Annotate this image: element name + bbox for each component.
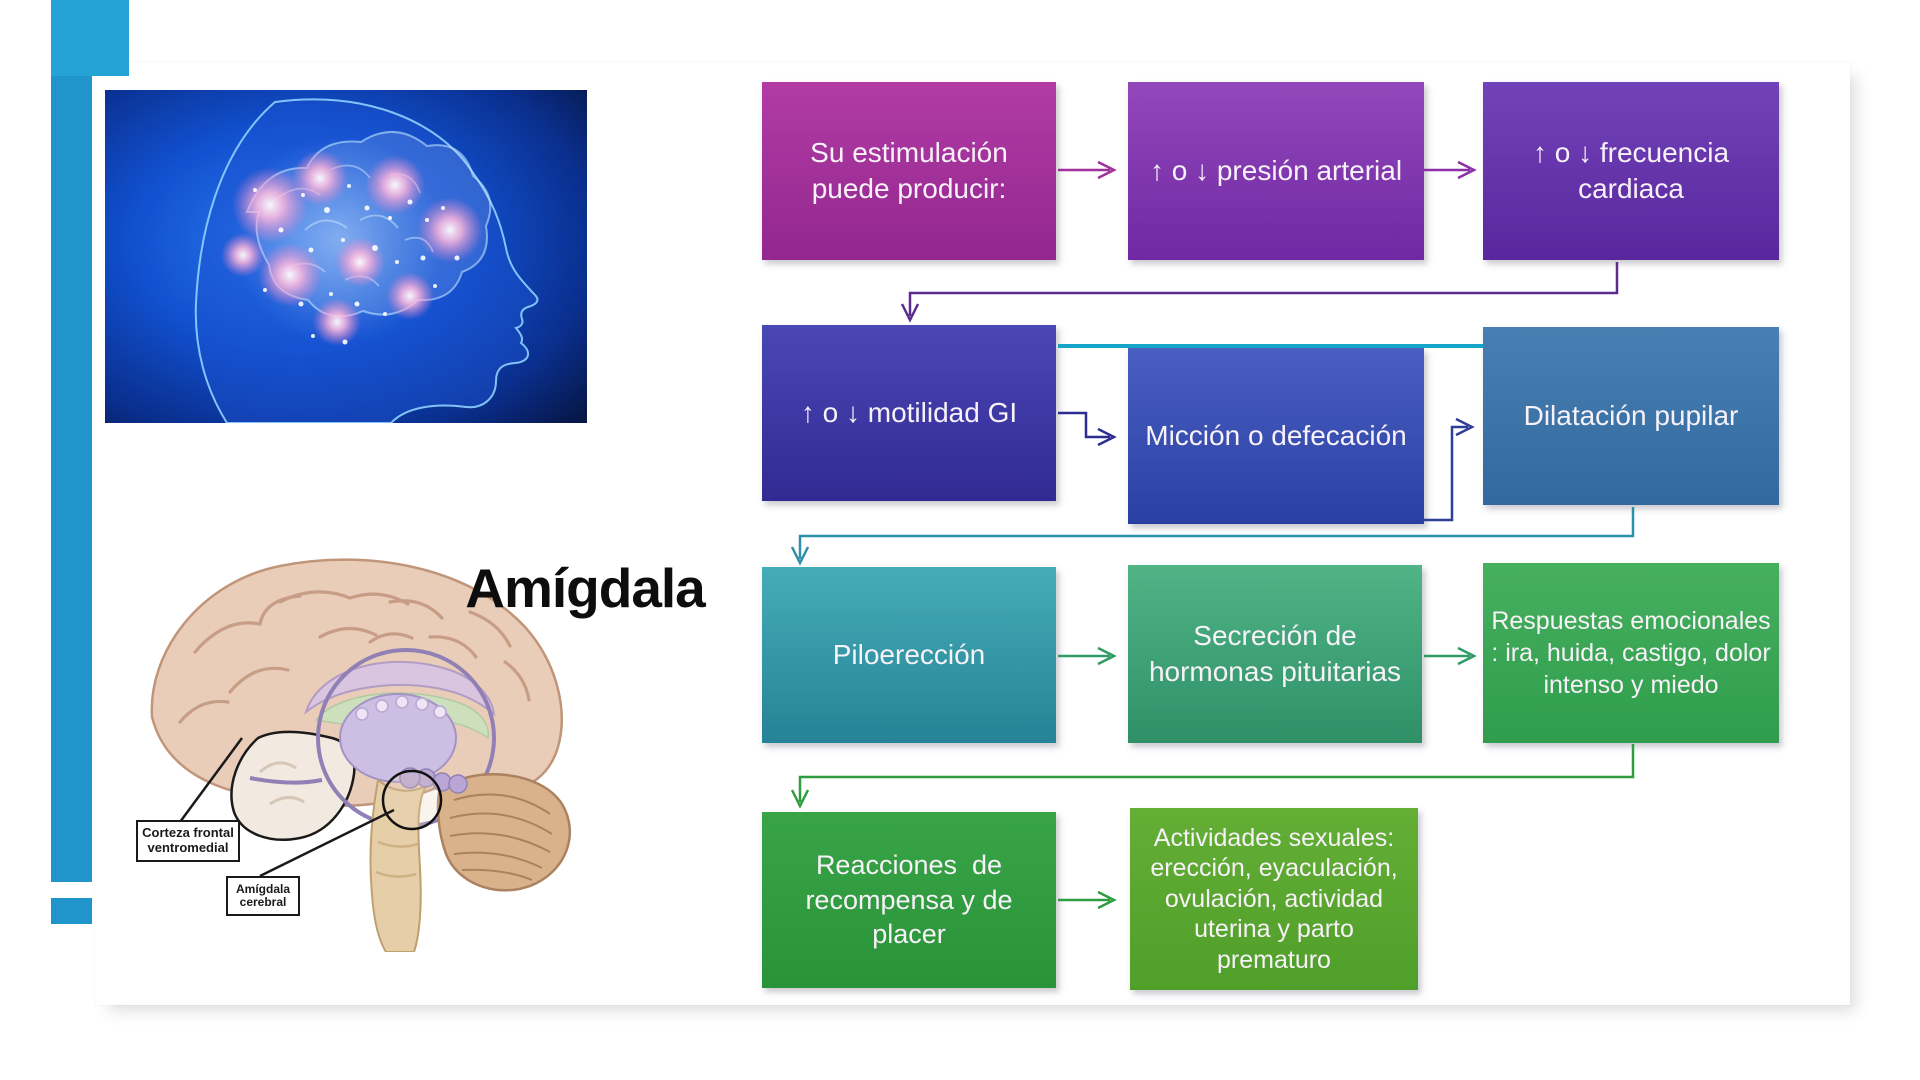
flow-box-estimulacion: Su estimulación puede producir: xyxy=(762,82,1056,260)
neural-dots xyxy=(253,184,460,345)
flow-box-respuestas-emocionales: Respuestas emocionales : ira, huida, cas… xyxy=(1483,563,1779,743)
leader-line-amigdala xyxy=(259,808,395,878)
stem-ridges xyxy=(375,840,419,878)
flow-box-label: Piloerección xyxy=(832,639,986,671)
flow-box-label: Reacciones de recompensa y de placer xyxy=(805,850,1021,950)
cerebellum-stripes xyxy=(449,793,553,881)
amygdala-highlight-circle xyxy=(381,769,443,831)
flow-box-piloereccion: Piloerección xyxy=(762,567,1056,743)
flow-box-label: ↑ o ↓ motilidad GI xyxy=(800,397,1018,429)
flow-box-label: Respuestas emocionales : ira, huida, cas… xyxy=(1491,607,1778,699)
brain-photo xyxy=(105,90,587,423)
cerebellum xyxy=(436,773,572,892)
label-corteza-frontal: Corteza frontal ventromedial xyxy=(136,820,240,862)
neural-glows xyxy=(221,150,483,346)
flow-box-label: Secreción de hormonas pituitarias xyxy=(1148,620,1402,687)
flow-box-reacciones-recompensa: Reacciones de recompensa y de placer xyxy=(762,812,1056,988)
flow-box-frecuencia-cardiaca: ↑ o ↓ frecuencia cardiaca xyxy=(1483,82,1779,260)
corpus-callosum xyxy=(304,660,496,717)
label-amigdala-cerebral: Amígdala cerebral xyxy=(226,876,300,916)
flow-box-label: ↑ o ↓ presión arterial xyxy=(1149,155,1403,187)
flow-box-actividades-sexuales: Actividades sexuales: erección, eyaculac… xyxy=(1130,808,1418,990)
left-accent-square xyxy=(51,0,129,76)
region-folds xyxy=(259,761,305,806)
anatomy-illustration xyxy=(110,542,590,952)
flow-box-label: Su estimulación puede producir: xyxy=(810,137,1016,204)
sulci xyxy=(178,590,531,724)
ventromedial-region xyxy=(230,730,356,841)
flow-box-motilidad-gi: ↑ o ↓ motilidad GI xyxy=(762,325,1056,501)
label-corteza-text: Corteza frontal ventromedial xyxy=(142,825,234,855)
fornix-tail xyxy=(249,776,323,785)
slide-title: Amígdala xyxy=(465,557,706,619)
left-accent-bar-bottom xyxy=(51,898,92,924)
flow-box-miccion-defecacion: Micción o defecación xyxy=(1128,348,1424,524)
label-amigdala-text: Amígdala cerebral xyxy=(235,881,290,909)
flow-box-secrecion-hormonas: Secreción de hormonas pituitarias xyxy=(1128,565,1422,743)
thalamus-dots xyxy=(355,695,447,721)
flow-box-presion-arterial: ↑ o ↓ presión arterial xyxy=(1128,82,1424,260)
flow-box-label: Micción o defecación xyxy=(1145,420,1407,452)
thalamus xyxy=(339,693,457,783)
leader-line-corteza xyxy=(178,737,244,823)
flow-box-label: ↑ o ↓ frecuencia cardiaca xyxy=(1532,137,1737,204)
flow-box-dilatacion-pupilar: Dilatación pupilar xyxy=(1483,327,1779,505)
flow-box-label: Dilatación pupilar xyxy=(1523,400,1739,432)
flow-box-label: Actividades sexuales: erección, eyaculac… xyxy=(1150,823,1405,974)
left-accent-bar xyxy=(51,0,92,882)
